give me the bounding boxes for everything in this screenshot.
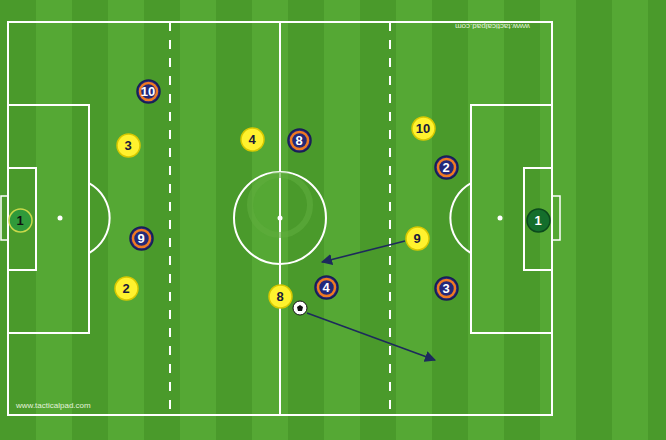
player-marker: 1 (526, 208, 551, 233)
shirt-number: 10 (416, 121, 430, 136)
player-marker: 8 (287, 128, 312, 153)
movement-arrow (307, 313, 435, 360)
shirt-number: 3 (442, 281, 449, 296)
shirt-number: 3 (124, 138, 131, 153)
player-marker: 4 (314, 275, 339, 300)
player-marker: 3 (116, 133, 141, 158)
shirt-number: 9 (413, 231, 420, 246)
player-marker: 10 (411, 116, 436, 141)
shirt-number: 2 (442, 160, 449, 175)
shirt-number: 1 (534, 213, 541, 228)
player-marker: 2 (114, 276, 139, 301)
watermark: www.tacticalpad.com (455, 22, 530, 31)
player-marker: 10 (136, 79, 161, 104)
shirt-number: 1 (16, 213, 23, 228)
shirt-number: 10 (141, 84, 155, 99)
player-marker: 4 (240, 127, 265, 152)
watermark: www.tacticalpad.com (16, 401, 91, 410)
shirt-number: 2 (122, 281, 129, 296)
player-marker: 9 (129, 226, 154, 251)
movement-arrow (322, 241, 405, 262)
ball (293, 301, 307, 315)
shirt-number: 8 (276, 289, 283, 304)
player-marker: 3 (434, 276, 459, 301)
player-marker: 2 (434, 155, 459, 180)
shirt-number: 4 (322, 280, 329, 295)
shirt-number: 4 (248, 132, 255, 147)
shirt-number: 8 (295, 133, 302, 148)
shirt-number: 9 (137, 231, 144, 246)
player-marker: 1 (8, 208, 33, 233)
player-marker: 8 (268, 284, 293, 309)
player-marker: 9 (405, 226, 430, 251)
